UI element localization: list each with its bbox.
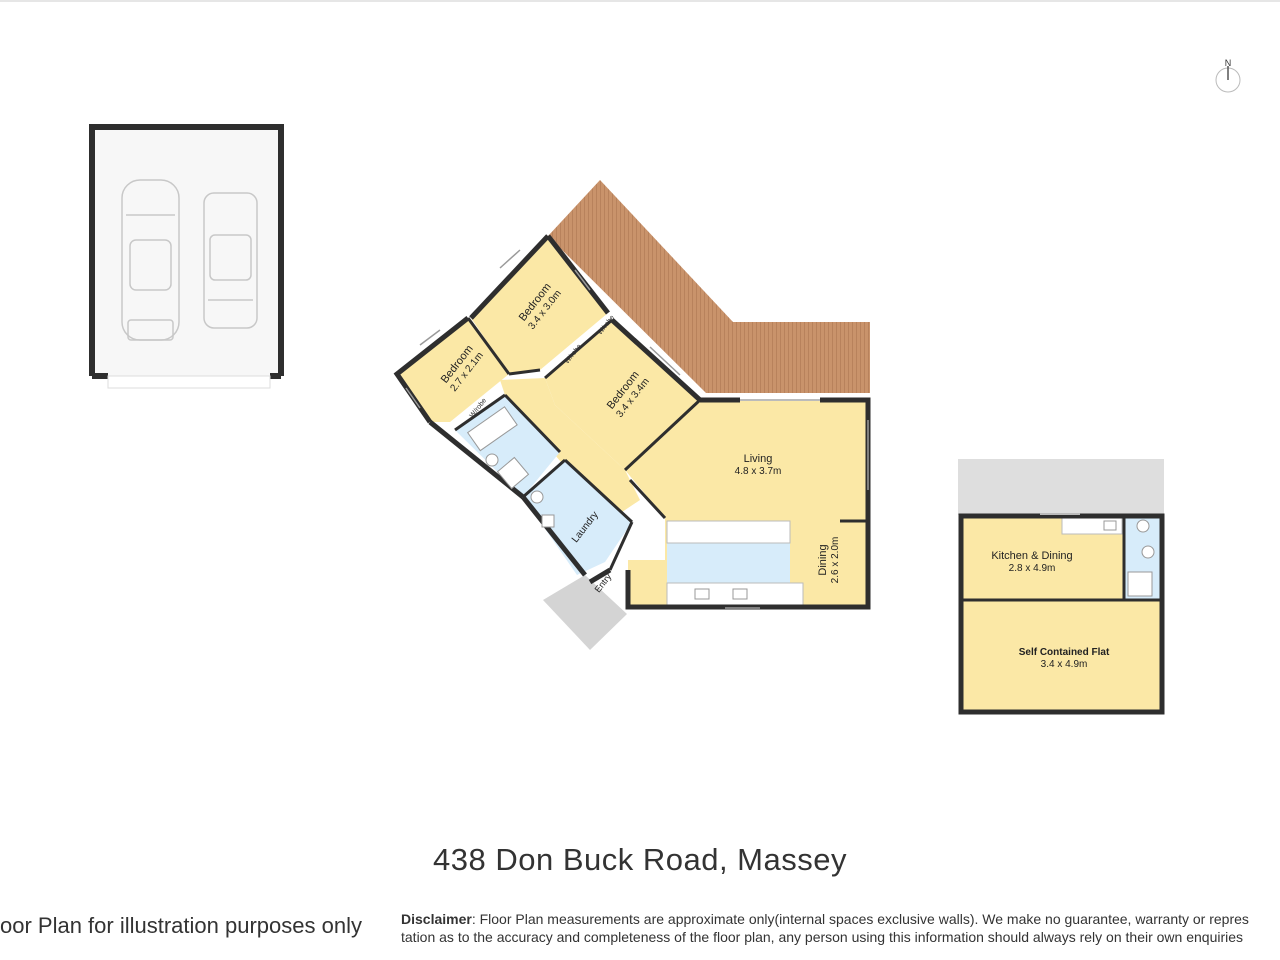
car-icon — [203, 192, 258, 329]
room-label-entry: Entry — [593, 571, 614, 594]
disclaimer-line-1: : Floor Plan measurements are approximat… — [471, 911, 1249, 927]
room-dims: 4.8 x 3.7m — [735, 466, 782, 477]
illustration-note: oor Plan for illustration purposes only — [0, 913, 362, 938]
sink-icon — [1103, 520, 1117, 531]
flat-building: Kitchen & Dining 2.8 x 4.9m Self Contain… — [958, 459, 1165, 715]
sink-icon — [732, 588, 748, 600]
interior-walls — [454, 317, 868, 571]
property-address: 438 Don Buck Road, Massey — [433, 842, 847, 877]
toilet-icon — [1136, 519, 1150, 533]
kitchen-floor — [667, 543, 790, 583]
hallway — [500, 378, 640, 520]
kitchen-counter — [666, 582, 804, 606]
entry-paving — [543, 575, 627, 650]
bedroom-mid — [545, 320, 700, 470]
room-label-living: Living — [744, 453, 773, 465]
disclaimer: Disclaimer: Floor Plan measurements are … — [401, 910, 1280, 946]
laundry — [523, 460, 632, 575]
basin-icon — [1141, 545, 1155, 559]
room-label-self-contained-flat: Self Contained Flat — [1019, 647, 1110, 658]
tub-icon — [541, 514, 555, 528]
flat-room — [961, 600, 1162, 712]
compass-icon: N — [1215, 58, 1241, 93]
room-label-dining: Dining — [817, 544, 829, 575]
house-walls — [393, 234, 871, 610]
room-dims: 2.6 x 2.0m — [830, 537, 841, 584]
kitchen-bench — [666, 520, 791, 544]
flat-paving — [958, 459, 1164, 515]
disclaimer-line-2: tation as to the accuracy and completene… — [401, 929, 1244, 945]
cooktop-icon — [694, 588, 710, 600]
bathroom — [455, 395, 560, 497]
toilet-icon — [485, 453, 499, 467]
flat-interior-walls — [961, 516, 1162, 602]
shower-icon — [496, 456, 530, 490]
bath-icon — [466, 406, 518, 452]
flat-walls — [958, 513, 1165, 715]
toilet-icon — [530, 490, 544, 504]
disclaimer-heading: Disclaimer — [401, 911, 472, 927]
shower-icon — [1127, 571, 1153, 597]
windows — [405, 249, 869, 609]
main-house: Bedroom 2.7 x 2.1m Bedroom 3.4 x 3.0m Be… — [393, 180, 871, 650]
car-icon — [121, 179, 180, 341]
flat-kitchen-bench — [1061, 517, 1123, 535]
deck — [548, 180, 870, 393]
garage — [89, 124, 284, 389]
bedroom-small — [397, 318, 509, 422]
compass-north-label: N — [1225, 58, 1232, 68]
room-dims: 2.8 x 4.9m — [1009, 563, 1056, 574]
room-dims: 3.4 x 4.9m — [1041, 659, 1088, 670]
room-label-kitchen-dining: Kitchen & Dining — [991, 550, 1072, 562]
